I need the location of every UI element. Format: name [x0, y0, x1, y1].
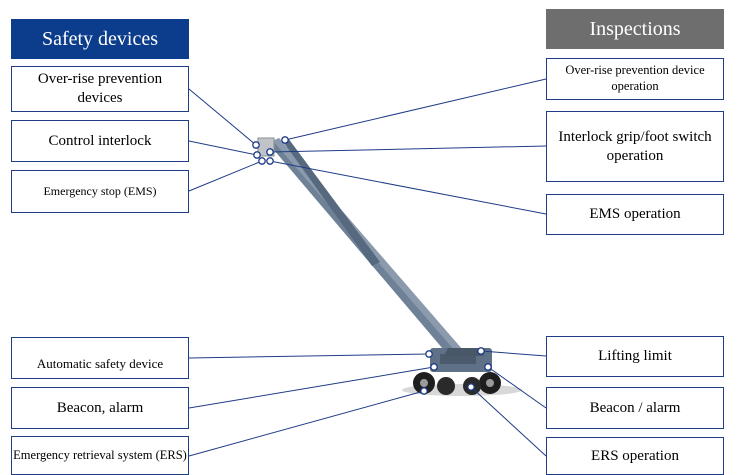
anchor-point [477, 347, 485, 355]
box-emergency-retrieval-system: Emergency retrieval system (ERS) [11, 436, 189, 475]
connector-line [487, 366, 547, 409]
connector-line [188, 160, 263, 192]
box-lifting-limit: Lifting limit [546, 336, 724, 377]
box-ems-operation: EMS operation [546, 194, 724, 235]
box-ers-operation: ERS operation [546, 437, 724, 475]
box-control-interlock: Control interlock [11, 120, 189, 162]
anchor-point [252, 141, 260, 149]
box-over-rise-devices: Over-rise prevention devices [11, 66, 189, 112]
connector-line [188, 140, 258, 156]
safety-devices-header: Safety devices [11, 19, 189, 59]
anchor-point [281, 136, 289, 144]
anchor-point [266, 148, 274, 156]
anchor-point [266, 157, 274, 165]
anchor-point [430, 363, 438, 371]
anchor-point [425, 350, 433, 358]
box-interlock-switch-operation: Interlock grip/foot switch operation [546, 111, 724, 182]
box-over-rise-operation: Over-rise prevention device operation [546, 58, 724, 100]
connector-line [188, 88, 257, 146]
connector-line [188, 353, 430, 359]
box-emergency-stop: Emergency stop (EMS) [11, 170, 189, 213]
connector-line [284, 78, 547, 141]
anchor-markers [252, 136, 492, 395]
box-beacon-alarm: Beacon, alarm [11, 387, 189, 429]
box-automatic-safety-device: Automatic safety device [11, 337, 189, 379]
connector-lines [188, 78, 547, 457]
inspections-header: Inspections [546, 9, 724, 49]
anchor-point [420, 387, 428, 395]
connector-line [188, 390, 425, 457]
anchor-point [484, 363, 492, 371]
boom-lift-image [257, 137, 522, 396]
connector-line [269, 160, 547, 215]
connector-line [470, 386, 547, 457]
connector-line [480, 350, 547, 357]
connector-line [188, 366, 435, 409]
anchor-point [258, 157, 266, 165]
connector-line [269, 145, 547, 153]
anchor-point [253, 151, 261, 159]
anchor-point [467, 383, 475, 391]
box-beacon-alarm-inspection: Beacon / alarm [546, 387, 724, 429]
